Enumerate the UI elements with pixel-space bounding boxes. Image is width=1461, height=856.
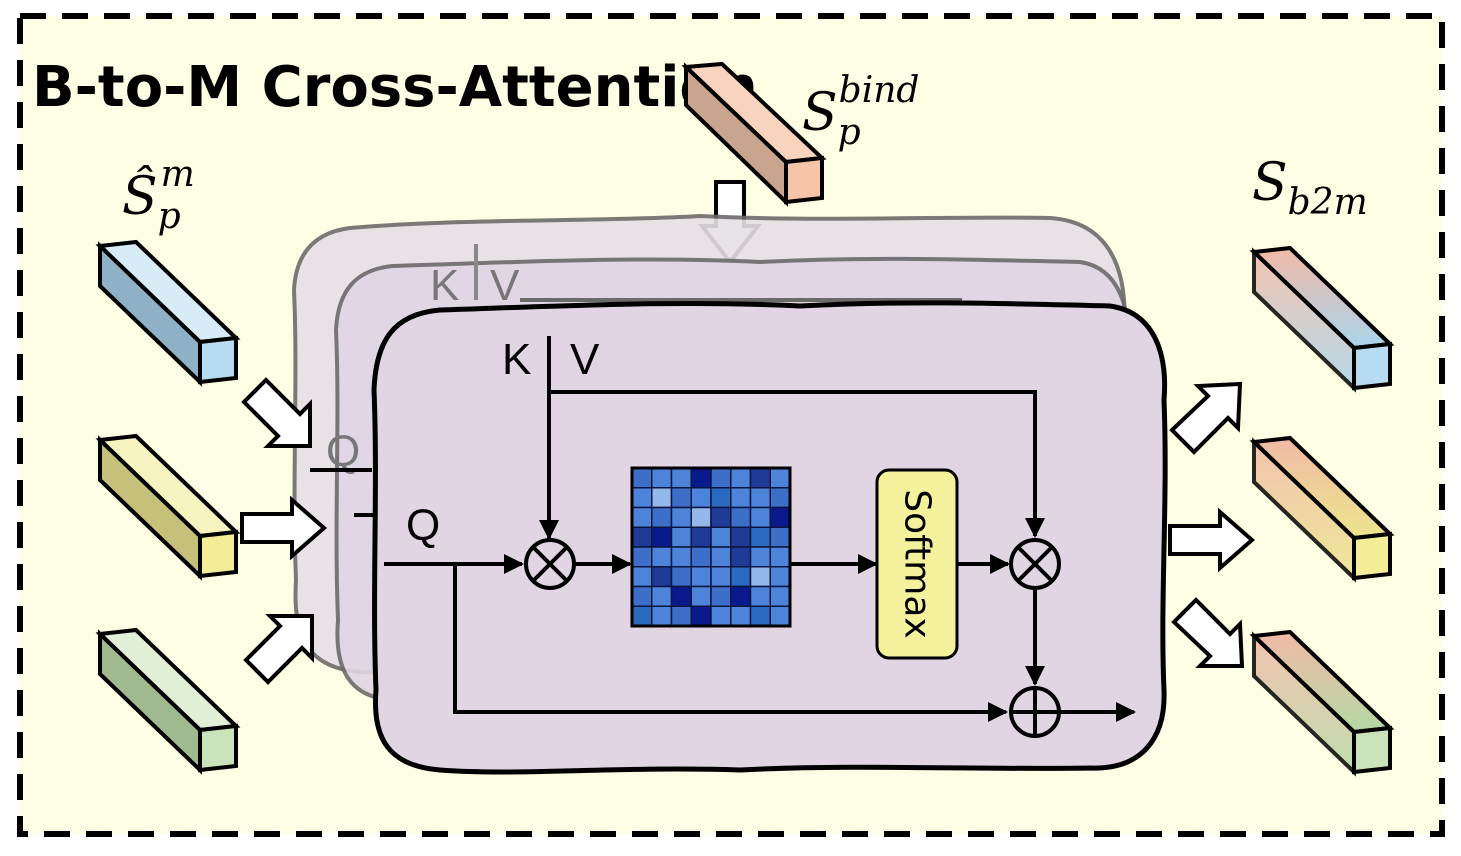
heatmap-cell [651, 605, 673, 627]
heatmap-cell [670, 546, 692, 568]
heatmap-cell [769, 487, 791, 509]
heatmap-cell [769, 506, 791, 528]
modality-label: Ŝpm [122, 154, 195, 237]
heatmap-cell [749, 467, 771, 489]
heatmap-cell [710, 566, 732, 588]
key-label: K [502, 335, 531, 384]
heatmap-cell [710, 487, 732, 509]
heatmap-cell [651, 526, 673, 548]
heatmap-cell [631, 566, 653, 588]
heatmap-cell [710, 605, 732, 627]
heatmap-cell [651, 506, 673, 528]
heatmap-cell [730, 526, 752, 548]
heatmap-cell [690, 546, 712, 568]
hollow-arrow-icon [1169, 381, 1243, 455]
heatmap-cell [651, 585, 673, 607]
heatmap-cell [769, 467, 791, 489]
heatmap-cell [670, 526, 692, 548]
heatmap-cell [631, 546, 653, 568]
value-label: V [570, 335, 600, 384]
heatmap-cell [690, 487, 712, 509]
softmax-label: Softmax [897, 489, 938, 638]
bind-label: Spbind [802, 70, 919, 153]
heatmap-cell [690, 566, 712, 588]
heatmap-cell [749, 546, 771, 568]
output-token-green [1249, 629, 1395, 777]
heatmap-cell [769, 605, 791, 627]
heatmap-cell [710, 546, 732, 568]
heatmap-cell [710, 506, 732, 528]
heatmap-cell [651, 566, 673, 588]
bind-token [681, 61, 827, 207]
heatmap-cell [670, 487, 692, 509]
heatmap-cell [651, 467, 673, 489]
heatmap-cell [690, 605, 712, 627]
attention-heatmap [630, 466, 792, 628]
heatmap-cell [651, 487, 673, 509]
heatmap-cell [631, 506, 653, 528]
hollow-arrow-icon [241, 377, 312, 448]
ghost-key-label: K [430, 261, 459, 310]
modality-token-green [95, 627, 241, 775]
heatmap-cell [710, 467, 732, 489]
ghost-query-label: Q [326, 427, 360, 476]
heatmap-cell [631, 487, 653, 509]
heatmap-cell [710, 526, 732, 548]
heatmap-cell [690, 506, 712, 528]
output-token-blue [1249, 245, 1395, 393]
heatmap-cell [670, 566, 692, 588]
heatmap-cell [631, 585, 653, 607]
heatmap-cell [769, 546, 791, 568]
heatmap-cell [651, 546, 673, 568]
heatmap-cell [690, 526, 712, 548]
heatmap-cell [769, 585, 791, 607]
heatmap-cell [730, 487, 752, 509]
modality-token-yellow [95, 433, 241, 581]
heatmap-cell [730, 467, 752, 489]
heatmap-cell [631, 605, 653, 627]
heatmap-cell [730, 506, 752, 528]
modality-token-blue [95, 239, 241, 387]
value-line [549, 390, 1045, 538]
heatmap-cell [631, 467, 653, 489]
hollow-arrow-icon [243, 614, 314, 685]
heatmap-cell [670, 506, 692, 528]
heatmap-cell [730, 585, 752, 607]
heatmap-cell [690, 467, 712, 489]
query-label: Q [406, 501, 440, 550]
heatmap-cell [670, 605, 692, 627]
heatmap-cell [730, 546, 752, 568]
heatmap-cell [749, 605, 771, 627]
output-label: Sb2m [1252, 153, 1368, 223]
heatmap-border [630, 466, 792, 628]
heatmap-cell [769, 526, 791, 548]
output-token-yellow [1249, 435, 1395, 583]
heatmap-cell [749, 506, 771, 528]
hollow-arrow-icon [1168, 507, 1256, 573]
circled-plus-icon [1009, 686, 1061, 738]
heatmap-cell [710, 585, 732, 607]
heatmap-cell [631, 526, 653, 548]
heatmap-cell [769, 566, 791, 588]
heatmap-cell [749, 585, 771, 607]
heatmap-cell [690, 585, 712, 607]
ghost-value-label: V [490, 261, 520, 310]
heatmap-cell [749, 526, 771, 548]
heatmap-cell [730, 566, 752, 588]
module-title: B-to-M Cross-Attention [32, 55, 758, 120]
hollow-arrow-icon [1171, 597, 1245, 668]
heatmap-cell [749, 487, 771, 509]
hollow-arrow-icon [240, 495, 328, 561]
heatmap-cell [670, 585, 692, 607]
heatmap-cell [749, 566, 771, 588]
residual-line [453, 564, 1008, 722]
heatmap-cell [730, 605, 752, 627]
heatmap-cell [670, 467, 692, 489]
